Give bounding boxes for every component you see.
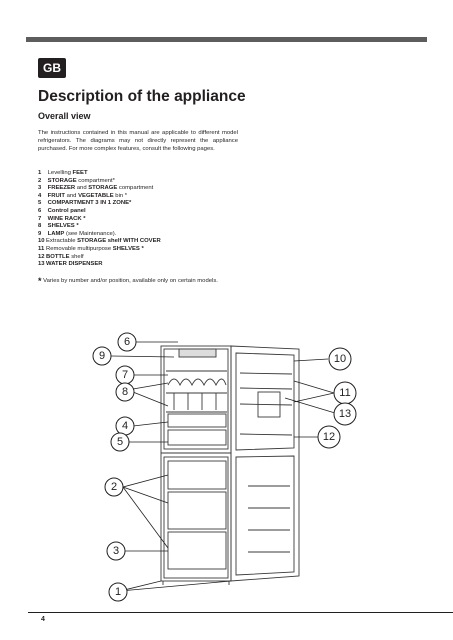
intro-paragraph: The instructions contained in this manua…	[38, 130, 238, 152]
list-item: 6 Control panel	[38, 207, 86, 214]
callout-label: 9	[99, 350, 105, 362]
callout-label: 6	[124, 336, 130, 348]
callout-label: 5	[117, 436, 123, 448]
callout-label: 2	[111, 481, 117, 493]
callout-label: 8	[122, 386, 128, 398]
callout-8	[115, 382, 135, 402]
callout-label: 3	[113, 545, 119, 557]
fridge-door	[230, 345, 300, 582]
callout-label: 1	[115, 586, 121, 598]
list-item: 9 LAMP (see Maintenance).	[38, 230, 117, 237]
list-item: 5 COMPARTMENT 3 IN 1 ZONE*	[38, 200, 132, 207]
language-badge: GB	[38, 58, 66, 78]
control-panel	[178, 348, 217, 358]
fridge-cabinet	[160, 345, 232, 582]
callout-2	[104, 477, 124, 497]
callout-label: 10	[334, 353, 346, 365]
bottom-rule	[28, 612, 453, 613]
list-item: 3 FREEZER and STORAGE compartment	[38, 185, 154, 192]
callout-label: 13	[339, 408, 351, 420]
page-number: 4	[41, 616, 45, 623]
top-rule	[26, 37, 427, 42]
footnote: * Varies by number and/or position, avai…	[38, 276, 218, 286]
list-item: 1 Levelling FEET	[38, 170, 88, 176]
page-title: Description of the appliance	[38, 88, 246, 105]
list-item: 12BOTTLE shelf	[38, 253, 84, 260]
callout-label: 7	[122, 369, 128, 381]
callout-6	[117, 332, 137, 352]
callout-label: 4	[122, 420, 128, 432]
list-item: 2 STORAGE compartment*	[38, 177, 115, 184]
list-item: 13WATER DISPENSER	[38, 261, 103, 268]
callout-1	[108, 582, 128, 602]
parts-list: 1 Levelling FEET 2 STORAGE compartment* …	[38, 170, 243, 269]
list-item: 8 SHELVES *	[38, 223, 79, 230]
section-subtitle: Overall view	[38, 111, 91, 121]
list-item: 10Extractable STORAGE shelf WITH COVER	[38, 238, 161, 245]
callout-3	[106, 541, 126, 561]
callout-13	[333, 402, 357, 426]
callout-label: 11	[339, 387, 350, 399]
list-item: 7 WINE RACK *	[38, 215, 86, 222]
callout-label: 12	[323, 431, 335, 443]
callout-9	[92, 346, 112, 366]
callout-5	[110, 432, 130, 452]
list-item: 4 FRUIT and VEGETABLE bin *	[38, 192, 128, 199]
callout-10	[328, 347, 352, 371]
callout-12	[317, 425, 341, 449]
